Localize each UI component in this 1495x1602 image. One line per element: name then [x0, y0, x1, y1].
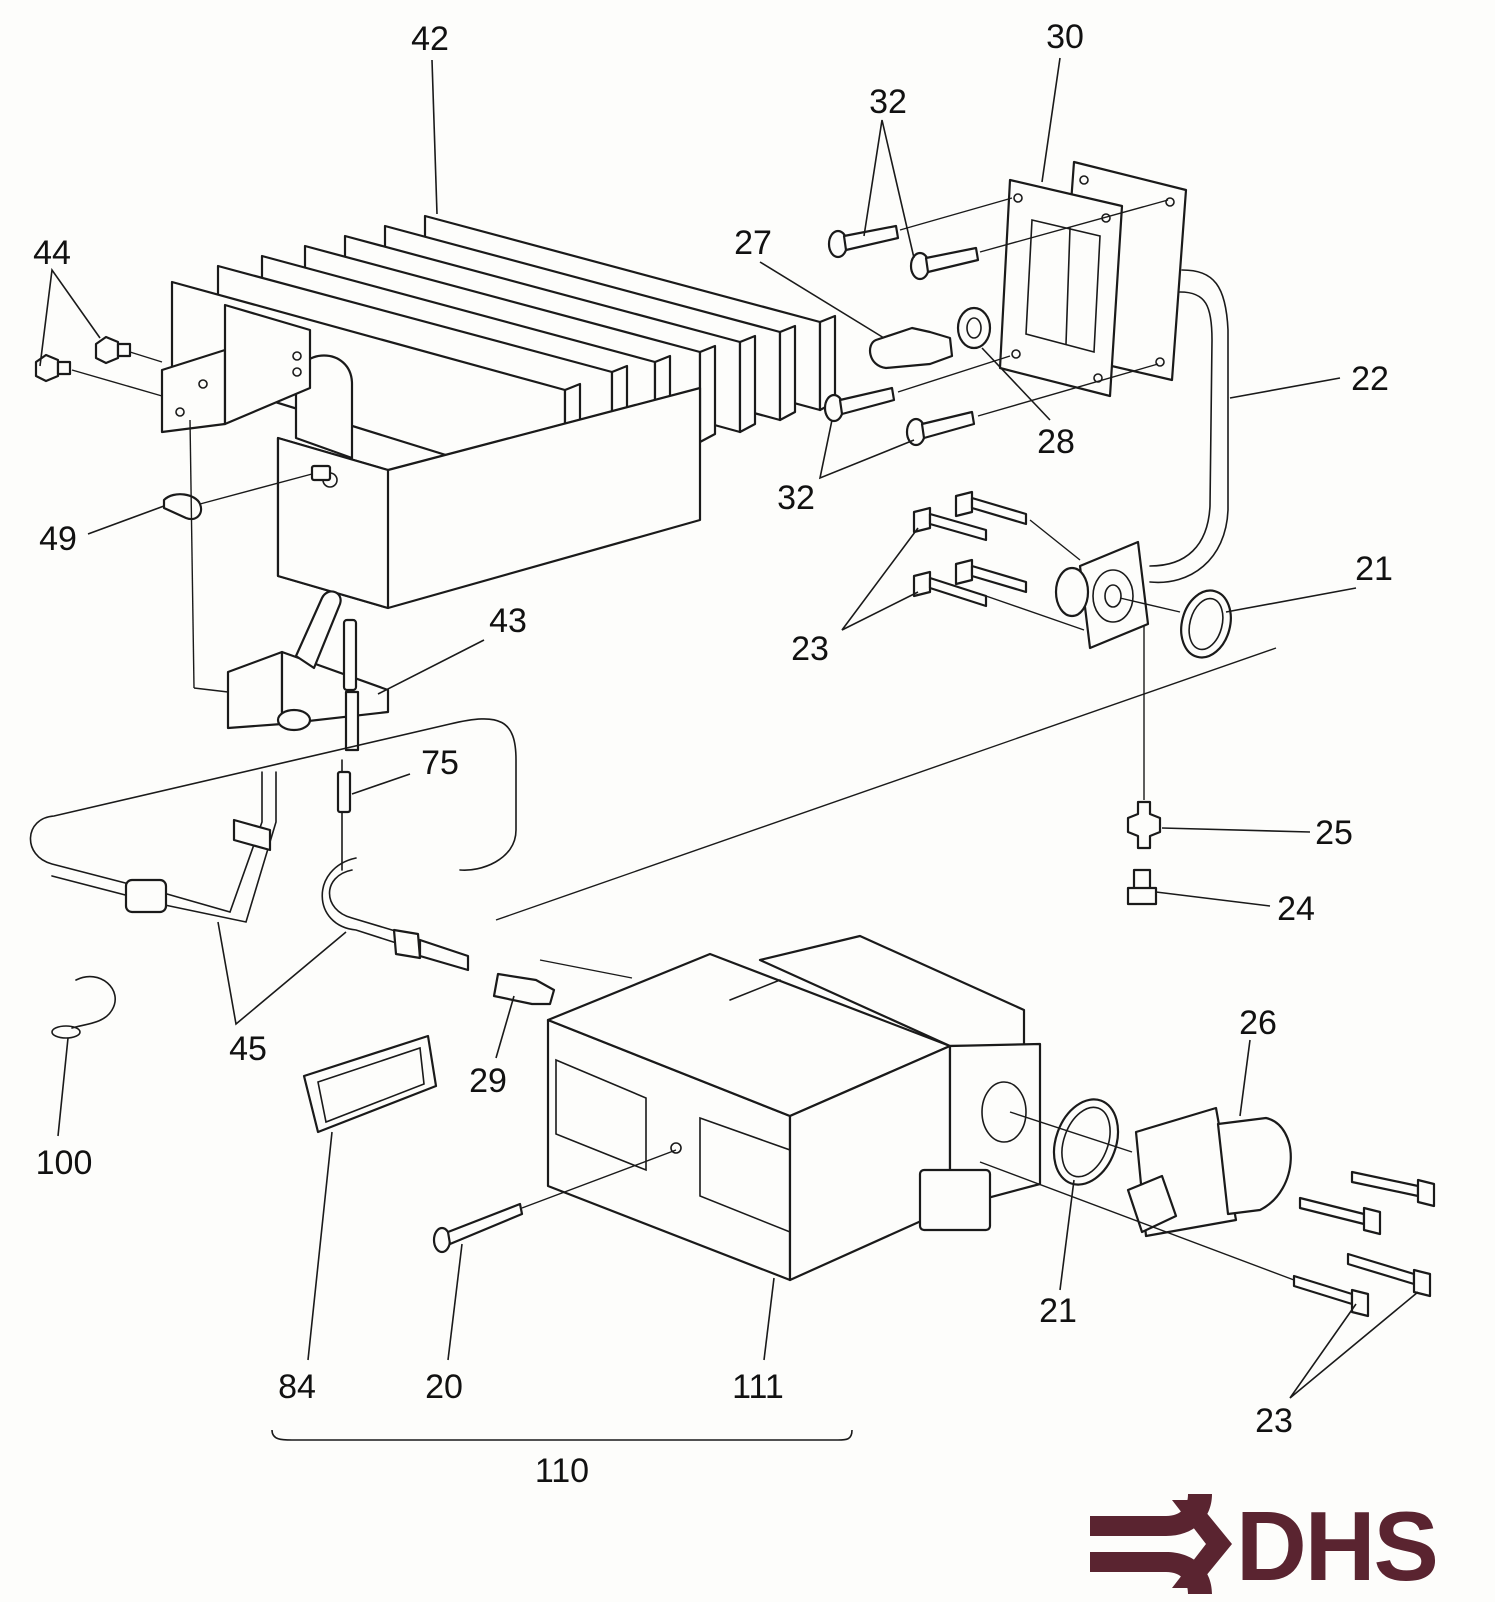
callout-21-bottom: 21	[1039, 1292, 1077, 1330]
callout-labels: 42 30 32 44 27 22 28 32 49 21 43 23 75 2…	[33, 18, 1393, 1490]
clip-ring	[51, 975, 116, 1039]
callout-43: 43	[489, 602, 527, 640]
callout-32-top: 32	[869, 83, 907, 121]
dhs-logo-text: DHS	[1236, 1491, 1437, 1601]
flue-screw-3	[823, 386, 896, 423]
bracket-screw	[310, 464, 332, 482]
inlet-o-ring	[1052, 1098, 1120, 1186]
nipple-fitting	[492, 972, 556, 1006]
flange-o-ring	[1180, 589, 1232, 659]
flue-screw-2	[909, 246, 980, 281]
callout-100: 100	[36, 1144, 93, 1182]
pilot-assembly	[226, 590, 390, 752]
flange-bolt-1	[954, 490, 1028, 526]
injector-washer	[956, 306, 992, 350]
callout-25: 25	[1315, 814, 1353, 852]
callout-49: 49	[39, 520, 77, 558]
callout-75: 75	[421, 744, 459, 782]
flange-bolt-3	[954, 558, 1028, 594]
callout-30: 30	[1046, 18, 1084, 56]
inlet-bolt-2	[1298, 1196, 1382, 1236]
flange-bolt-4	[912, 570, 988, 608]
callout-23-bottom: 23	[1255, 1402, 1293, 1440]
callout-27: 27	[734, 224, 772, 262]
inlet-bolt-3	[1346, 1252, 1432, 1298]
wing-nut	[162, 493, 203, 521]
flange-bolt-2	[912, 506, 988, 542]
main-gas-pipe	[321, 857, 470, 972]
callout-45: 45	[229, 1030, 267, 1068]
valve-screw	[432, 1202, 524, 1254]
inlet-bolt-1	[1350, 1170, 1436, 1208]
burner-assembly	[160, 214, 837, 610]
pilot-injector	[868, 326, 954, 370]
flue-screw-1	[827, 224, 900, 259]
inlet-bolt-4	[1292, 1274, 1370, 1318]
callout-111: 111	[732, 1368, 784, 1406]
control-gasket	[302, 1034, 438, 1134]
callout-32-bottom: 32	[777, 479, 815, 517]
valve-flange	[1054, 540, 1150, 650]
pilot-supply-pipe	[29, 718, 517, 923]
callout-42: 42	[411, 20, 449, 58]
dhs-logo-arrow-icon	[1090, 1494, 1232, 1594]
thermocouple-wire	[336, 759, 352, 871]
callout-110: 110	[535, 1452, 589, 1490]
injector-nut-right	[94, 335, 132, 365]
flue-plate-front	[998, 178, 1124, 398]
callout-20: 20	[425, 1368, 463, 1406]
callout-26: 26	[1239, 1004, 1277, 1042]
callout-24: 24	[1277, 890, 1315, 928]
callout-44: 44	[33, 234, 71, 272]
callout-29: 29	[469, 1062, 507, 1100]
callout-23-top: 23	[791, 630, 829, 668]
flange-nipple	[1126, 800, 1162, 850]
injector-nut-left	[34, 353, 72, 383]
callout-21-top: 21	[1355, 550, 1393, 588]
flue-screw-4	[905, 410, 976, 447]
assembly-lines	[71, 197, 1295, 1281]
callout-84: 84	[278, 1368, 316, 1406]
dhs-logo: DHS	[1090, 1491, 1439, 1601]
callout-22: 22	[1351, 360, 1389, 398]
plug-screw	[1126, 868, 1158, 906]
inlet-elbow	[1126, 1106, 1292, 1238]
burner-side-bracket	[160, 303, 312, 434]
pilot-tube	[1149, 269, 1229, 584]
callout-28: 28	[1037, 423, 1075, 461]
gas-control-valve	[546, 934, 1042, 1282]
leader-lines	[39, 57, 1419, 1441]
